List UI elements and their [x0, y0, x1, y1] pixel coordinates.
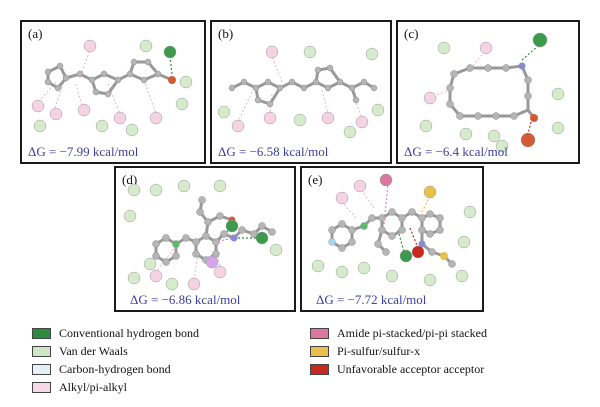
legend-item: Unfavorable acceptor acceptor — [310, 362, 484, 376]
molecule-diagram-d — [123, 179, 283, 291]
panel-label: (d) — [122, 172, 138, 187]
legend-item: Amide pi-stacked/pi-pi stacked — [310, 326, 487, 340]
legend-swatch — [32, 345, 51, 357]
panel-label: (b) — [218, 26, 234, 41]
binding-energy-label: ΔG = −7.72 kcal/mol — [316, 292, 427, 307]
molecule-diagram-b — [217, 45, 385, 139]
panel-label: (e) — [308, 172, 323, 187]
legend-label: Pi-sulfur/sulfur-x — [337, 343, 421, 358]
panel-label: (a) — [28, 26, 43, 41]
legend-swatch — [32, 381, 51, 393]
panel-b: (b) ΔG = −6.58 kcal — [210, 20, 392, 164]
interaction-legend: Conventional hydrogen bond Van der Waals… — [0, 322, 600, 407]
binding-energy-label: ΔG = −6.86 kcal/mol — [130, 292, 241, 307]
legend-item: Pi-sulfur/sulfur-x — [310, 344, 420, 358]
legend-swatch — [310, 345, 329, 357]
panel-e: (e) — [300, 166, 484, 312]
panel-c: (c) ΔG = −6.4 kcal/mol — [396, 20, 580, 164]
panel-a: (a) — [20, 20, 206, 164]
legend-label: Van der Waals — [59, 343, 128, 358]
legend-label: Amide pi-stacked/pi-pi stacked — [337, 325, 487, 340]
legend-swatch — [32, 363, 51, 375]
binding-energy-label: ΔG = −6.4 kcal/mol — [404, 144, 508, 159]
binding-energy-label: ΔG = −7.99 kcal/mol — [28, 144, 139, 159]
legend-swatch — [310, 363, 329, 375]
legend-label: Unfavorable acceptor acceptor — [337, 361, 485, 376]
legend-label: Conventional hydrogen bond — [59, 325, 199, 340]
molecule-diagram-a — [31, 39, 193, 137]
binding-energy-label: ΔG = −6.58 kcal/mol — [218, 144, 329, 159]
panel-label: (c) — [404, 26, 419, 41]
legend-item: Alkyl/pi-alkyl — [32, 380, 127, 394]
legend-label: Alkyl/pi-alkyl — [59, 379, 127, 394]
legend-item: Van der Waals — [32, 344, 128, 358]
panel-d: (d) — [114, 166, 296, 312]
legend-label: Carbon-hydrogen bond — [59, 361, 171, 376]
legend-item: Carbon-hydrogen bond — [32, 362, 171, 376]
legend-swatch — [32, 327, 51, 339]
molecule-diagram-e — [311, 173, 477, 287]
molecule-diagram-c — [419, 32, 565, 153]
legend-item: Conventional hydrogen bond — [32, 326, 199, 340]
legend-swatch — [310, 327, 329, 339]
